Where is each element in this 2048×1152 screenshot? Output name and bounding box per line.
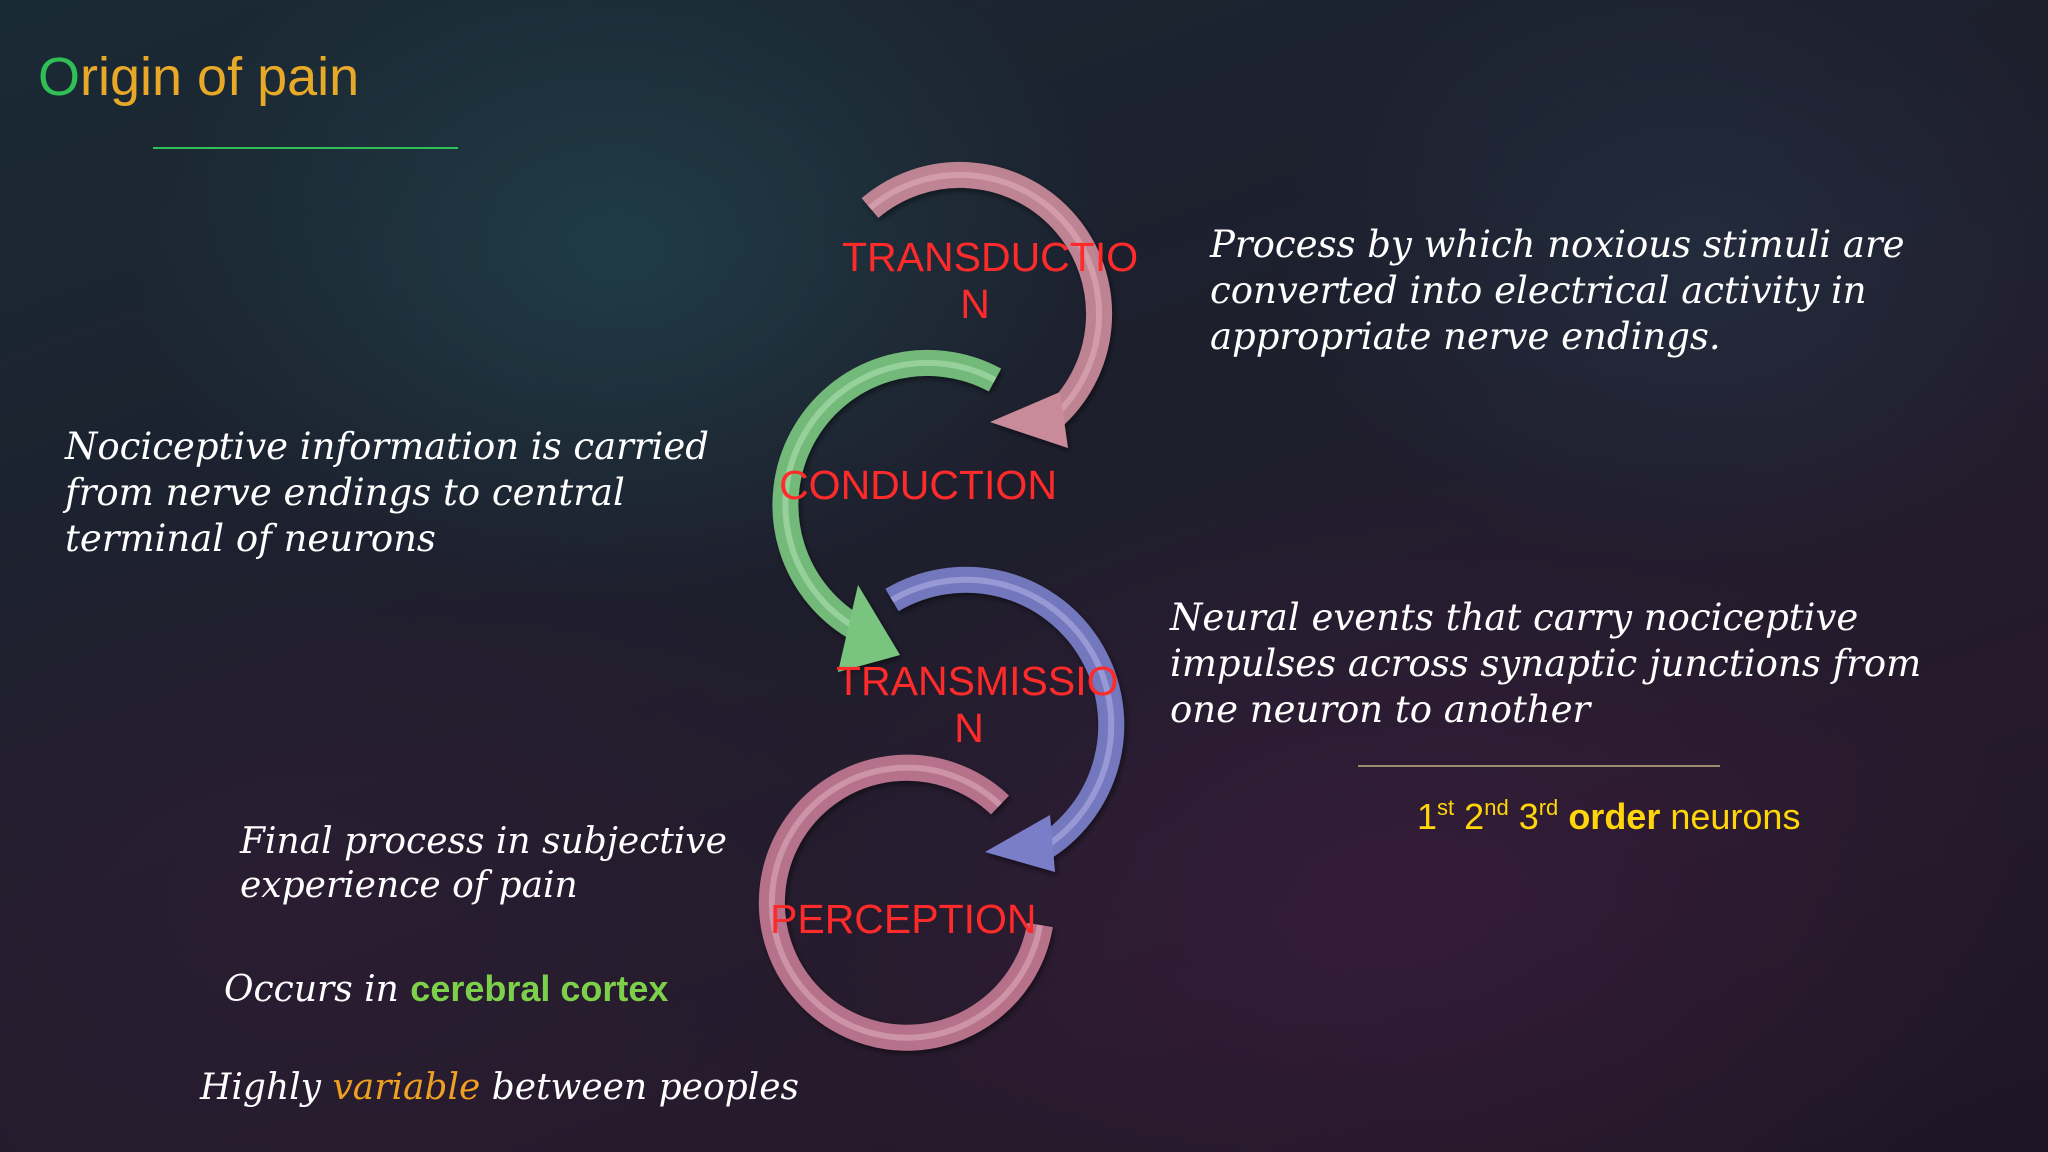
description-transmission: Neural events that carry nociceptive imp… bbox=[1170, 595, 1921, 733]
description-line: one neuron to another bbox=[1170, 688, 1591, 731]
title-first-letter: O bbox=[38, 47, 81, 107]
neuron-order-3-suffix: rd bbox=[1538, 795, 1559, 820]
stage-conduction: CONDUCTION bbox=[770, 462, 1066, 509]
neuron-order-3: 3 bbox=[1518, 796, 1539, 837]
arrow-transmission bbox=[885, 566, 1125, 872]
description-line: Nociceptive information is carried bbox=[65, 425, 709, 468]
neuron-order-2: 2 bbox=[1464, 796, 1485, 837]
description-line: impulses across synaptic junctions from bbox=[1170, 642, 1922, 685]
cortex-highlight: cerebral cortex bbox=[410, 968, 669, 1009]
variability-prefix: Highly bbox=[200, 1067, 333, 1108]
description-transduction: Process by which noxious stimuli are con… bbox=[1210, 222, 1905, 360]
stage-transduction-line2: N bbox=[960, 281, 990, 327]
neurons-divider bbox=[1358, 765, 1720, 767]
title-underline bbox=[153, 147, 458, 149]
neuron-orders: 1st 2nd 3rd order neurons bbox=[1417, 796, 1800, 838]
neuron-order-1: 1 bbox=[1417, 796, 1438, 837]
stage-perception-line1: PERCEPTION bbox=[770, 896, 1037, 942]
description-line: terminal of neurons bbox=[65, 517, 436, 560]
neuron-order-2-suffix: nd bbox=[1484, 795, 1509, 820]
description-perception: Final process in subjective experience o… bbox=[240, 820, 727, 908]
slide-title: Origin of pain bbox=[38, 46, 359, 108]
stage-conduction-line1: CONDUCTION bbox=[779, 462, 1057, 508]
variability-note: Highly variable between peoples bbox=[200, 1066, 799, 1110]
description-line: converted into electrical activity in bbox=[1210, 269, 1867, 312]
description-line: from nerve endings to central bbox=[65, 471, 625, 514]
neuron-order-word: order bbox=[1568, 796, 1661, 837]
description-line: appropriate nerve endings. bbox=[1210, 315, 1721, 358]
description-conduction: Nociceptive information is carried from … bbox=[65, 424, 709, 562]
description-line: experience of pain bbox=[240, 865, 578, 906]
variability-highlight: variable bbox=[332, 1067, 481, 1108]
title-rest: rigin of pain bbox=[80, 47, 360, 107]
description-line: Final process in subjective bbox=[240, 821, 727, 862]
neurons-word: neurons bbox=[1670, 796, 1801, 837]
stage-transmission-line2: N bbox=[954, 705, 984, 751]
description-line: Neural events that carry nociceptive bbox=[1170, 596, 1859, 639]
stage-transduction: TRANSDUCTIO N bbox=[842, 234, 1139, 328]
stage-transmission-line1: TRANSMISSIO bbox=[836, 658, 1119, 704]
stage-perception: PERCEPTION bbox=[770, 896, 1037, 943]
description-line: Process by which noxious stimuli are bbox=[1210, 223, 1905, 266]
arrow-transduction bbox=[861, 161, 1112, 448]
arrow-conduction bbox=[772, 349, 1002, 672]
cortex-note: Occurs in cerebral cortex bbox=[224, 967, 668, 1012]
stage-transduction-line1: TRANSDUCTIO bbox=[842, 234, 1139, 280]
variability-suffix: between peoples bbox=[480, 1067, 799, 1108]
arrow-perception bbox=[758, 754, 1053, 1051]
stage-transmission: TRANSMISSIO N bbox=[836, 658, 1119, 752]
neuron-order-1-suffix: st bbox=[1437, 795, 1455, 820]
cortex-prefix: Occurs in bbox=[224, 969, 411, 1010]
